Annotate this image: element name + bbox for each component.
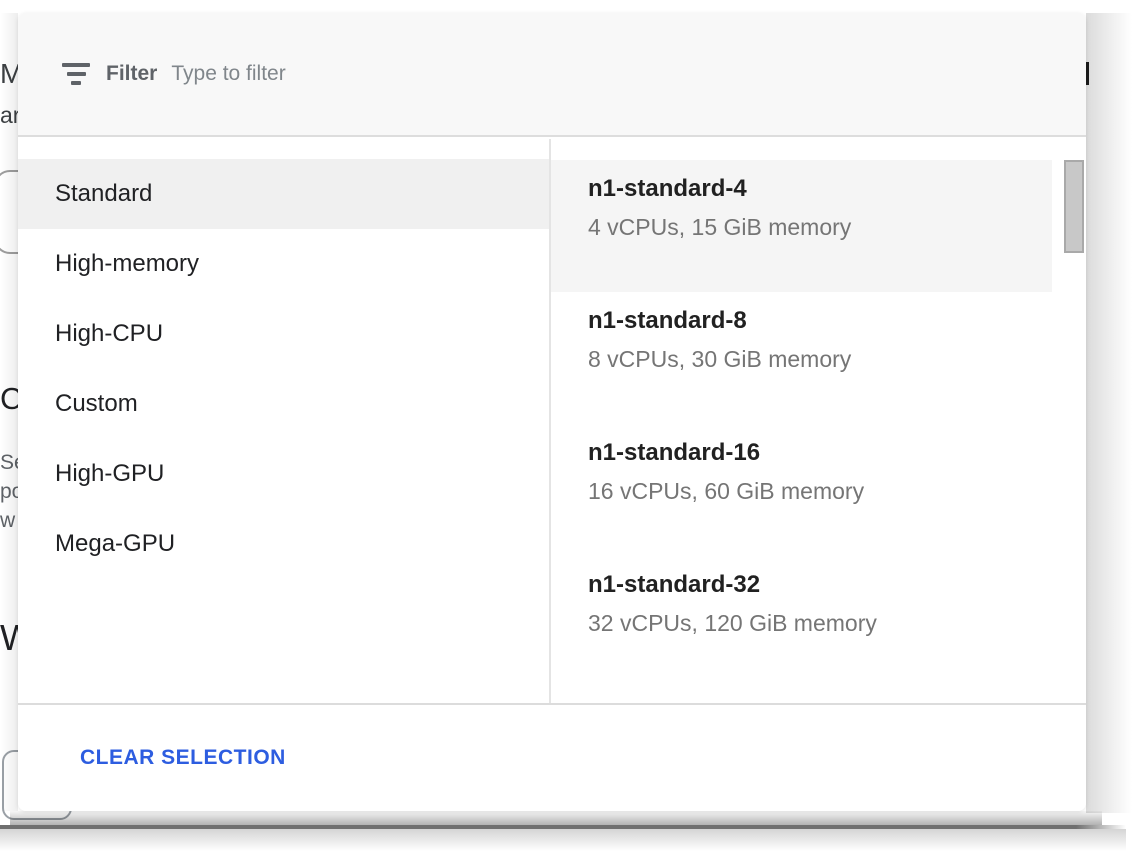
machine-type-name: n1-standard-4 xyxy=(588,175,747,202)
category-custom[interactable]: Custom xyxy=(55,390,138,417)
machine-type-option-n1-standard-4[interactable]: n1-standard-4 4 vCPUs, 15 GiB memory xyxy=(551,160,1052,292)
column-divider xyxy=(549,139,551,703)
background-text-fragment: C xyxy=(0,383,22,414)
machine-type-specs: 32 vCPUs, 120 GiB memory xyxy=(588,610,877,636)
category-high-memory[interactable]: High-memory xyxy=(55,250,200,277)
scrollbar-thumb[interactable] xyxy=(1064,160,1084,253)
category-mega-gpu[interactable]: Mega-GPU xyxy=(55,530,176,557)
machine-type-specs: 8 vCPUs, 30 GiB memory xyxy=(588,346,852,372)
panel-shadow xyxy=(0,829,1126,851)
machine-type-name: n1-standard-32 xyxy=(588,571,761,598)
machine-type-option-n1-standard-8[interactable]: n1-standard-8 8 vCPUs, 30 GiB memory xyxy=(551,292,1052,424)
background-text-fragment: ar xyxy=(0,104,20,127)
machine-type-dropdown: Filter Standard High-memory High-CPU Cus… xyxy=(18,13,1086,811)
filter-label: Filter xyxy=(106,62,158,85)
clear-selection-button[interactable]: CLEAR SELECTION xyxy=(80,746,286,769)
category-high-gpu[interactable]: High-GPU xyxy=(55,460,165,487)
panel-shadow xyxy=(10,811,1102,825)
machine-type-specs: 16 vCPUs, 60 GiB memory xyxy=(588,478,865,504)
panel-shadow xyxy=(0,13,18,811)
background-text-fragment: po xyxy=(0,481,23,502)
filter-bar: Filter xyxy=(18,13,1086,137)
footer-divider xyxy=(18,703,1086,705)
panel-shadow xyxy=(1086,13,1132,813)
background-page-edge xyxy=(0,825,1126,829)
background-text-fragment: M xyxy=(0,60,23,88)
background-text-fragment xyxy=(1086,62,1089,85)
machine-type-name: n1-standard-8 xyxy=(588,307,747,334)
machine-type-option-n1-standard-32[interactable]: n1-standard-32 32 vCPUs, 120 GiB memory xyxy=(551,556,1052,688)
machine-type-name: n1-standard-16 xyxy=(588,439,761,466)
background-text-fragment: w xyxy=(0,510,15,531)
filter-input[interactable] xyxy=(171,54,1086,94)
category-standard[interactable]: Standard xyxy=(18,159,549,229)
machine-type-option-n1-standard-16[interactable]: n1-standard-16 16 vCPUs, 60 GiB memory xyxy=(551,424,1052,556)
filter-icon xyxy=(62,63,90,85)
category-high-cpu[interactable]: High-CPU xyxy=(55,320,164,347)
machine-type-specs: 4 vCPUs, 15 GiB memory xyxy=(588,214,852,240)
dialog-footer: CLEAR SELECTION xyxy=(18,705,1086,811)
